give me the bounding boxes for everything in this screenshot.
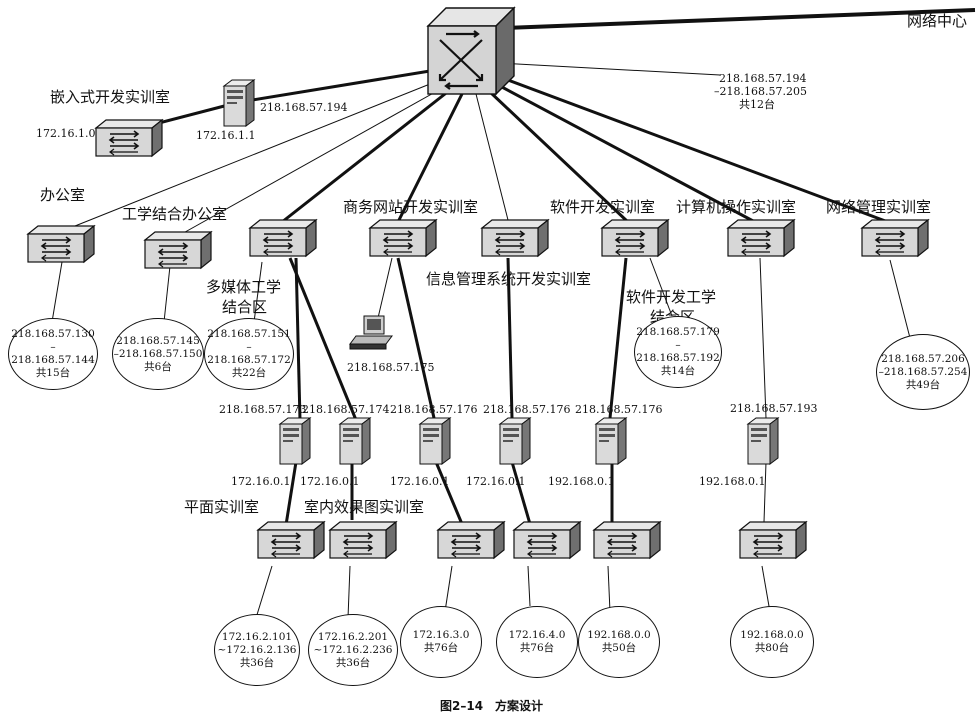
embedded-server-lan-ip: 172.16.1.1 bbox=[196, 129, 256, 142]
workstation-icon bbox=[349, 315, 393, 350]
core-range-line3: 共12台 bbox=[739, 98, 775, 111]
server-wan-ip: 218.168.57.176 bbox=[390, 403, 478, 416]
server-lan-ip: 172.16.0.1 bbox=[300, 475, 360, 488]
server-icon bbox=[747, 417, 779, 465]
switch-icon bbox=[369, 219, 437, 257]
multimedia-label-line2: 结合区 bbox=[222, 298, 268, 316]
figure-caption: 图2–14 方案设计 bbox=[440, 699, 544, 713]
infosys-lab-label: 信息管理系统开发实训室 bbox=[426, 270, 592, 288]
network-center-label: 网络中心 bbox=[907, 12, 968, 30]
switch-icon bbox=[727, 219, 795, 257]
server-icon bbox=[279, 417, 311, 465]
core-range-line2: –218.168.57.205 bbox=[714, 85, 807, 98]
switch-icon bbox=[601, 219, 669, 257]
server-wan-ip: 218.168.57.174 bbox=[302, 403, 390, 416]
server-lan-ip: 192.168.0.1 bbox=[699, 475, 766, 488]
server-icon bbox=[419, 417, 451, 465]
core-range-line1: 218.168.57.194 bbox=[719, 72, 807, 85]
server-lan-ip: 172.16.0.1 bbox=[390, 475, 450, 488]
switch-icon bbox=[437, 521, 505, 559]
server-wan-ip: 218.168.57.176 bbox=[575, 403, 663, 416]
server-wan-ip: 218.168.57.176 bbox=[483, 403, 571, 416]
switch-icon bbox=[249, 219, 317, 257]
interior-room-label: 室内效果图实训室 bbox=[304, 498, 425, 516]
server-wan-ip: 218.168.57.173 bbox=[219, 403, 307, 416]
office-label: 办公室 bbox=[40, 186, 86, 204]
embedded-lab-label: 嵌入式开发实训室 bbox=[50, 88, 171, 106]
network-mgmt-lab-label: 网络管理实训室 bbox=[826, 198, 932, 216]
server-icon bbox=[339, 417, 371, 465]
server-lan-ip: 172.16.0.1 bbox=[466, 475, 526, 488]
server-lan-ip: 172.16.0.1 bbox=[231, 475, 291, 488]
switch-icon bbox=[593, 521, 661, 559]
server-wan-ip: 218.168.57.193 bbox=[730, 402, 818, 415]
embedded-server-wan-ip: 218.168.57.194 bbox=[260, 101, 348, 114]
flat-room-label: 平面实训室 bbox=[184, 498, 260, 516]
server-lan-ip: 192.168.0.1 bbox=[548, 475, 615, 488]
switch-icon bbox=[27, 225, 95, 263]
server-icon bbox=[499, 417, 531, 465]
switch-icon bbox=[739, 521, 807, 559]
ecommerce-lab-label: 商务网站开发实训室 bbox=[343, 198, 479, 216]
ecommerce-pc-ip: 218.168.57.175 bbox=[347, 361, 435, 374]
switch-icon bbox=[329, 521, 397, 559]
server-icon bbox=[223, 79, 255, 127]
switch-icon bbox=[861, 219, 929, 257]
switch-icon bbox=[513, 521, 581, 559]
server-icon bbox=[595, 417, 627, 465]
core-switch-icon bbox=[426, 6, 516, 96]
computer-ops-lab-label: 计算机操作实训室 bbox=[676, 198, 797, 216]
multimedia-label-line1: 多媒体工学 bbox=[206, 278, 282, 296]
switch-icon bbox=[257, 521, 325, 559]
work-study-office-label: 工学结合办公室 bbox=[122, 205, 228, 223]
switch-icon bbox=[95, 119, 163, 157]
switch-icon bbox=[144, 231, 212, 269]
embedded-net-ip: 172.16.1.0 bbox=[36, 127, 96, 140]
software-ws-label-line1: 软件开发工学 bbox=[626, 288, 717, 306]
software-lab-label: 软件开发实训室 bbox=[550, 198, 656, 216]
switch-icon bbox=[481, 219, 549, 257]
